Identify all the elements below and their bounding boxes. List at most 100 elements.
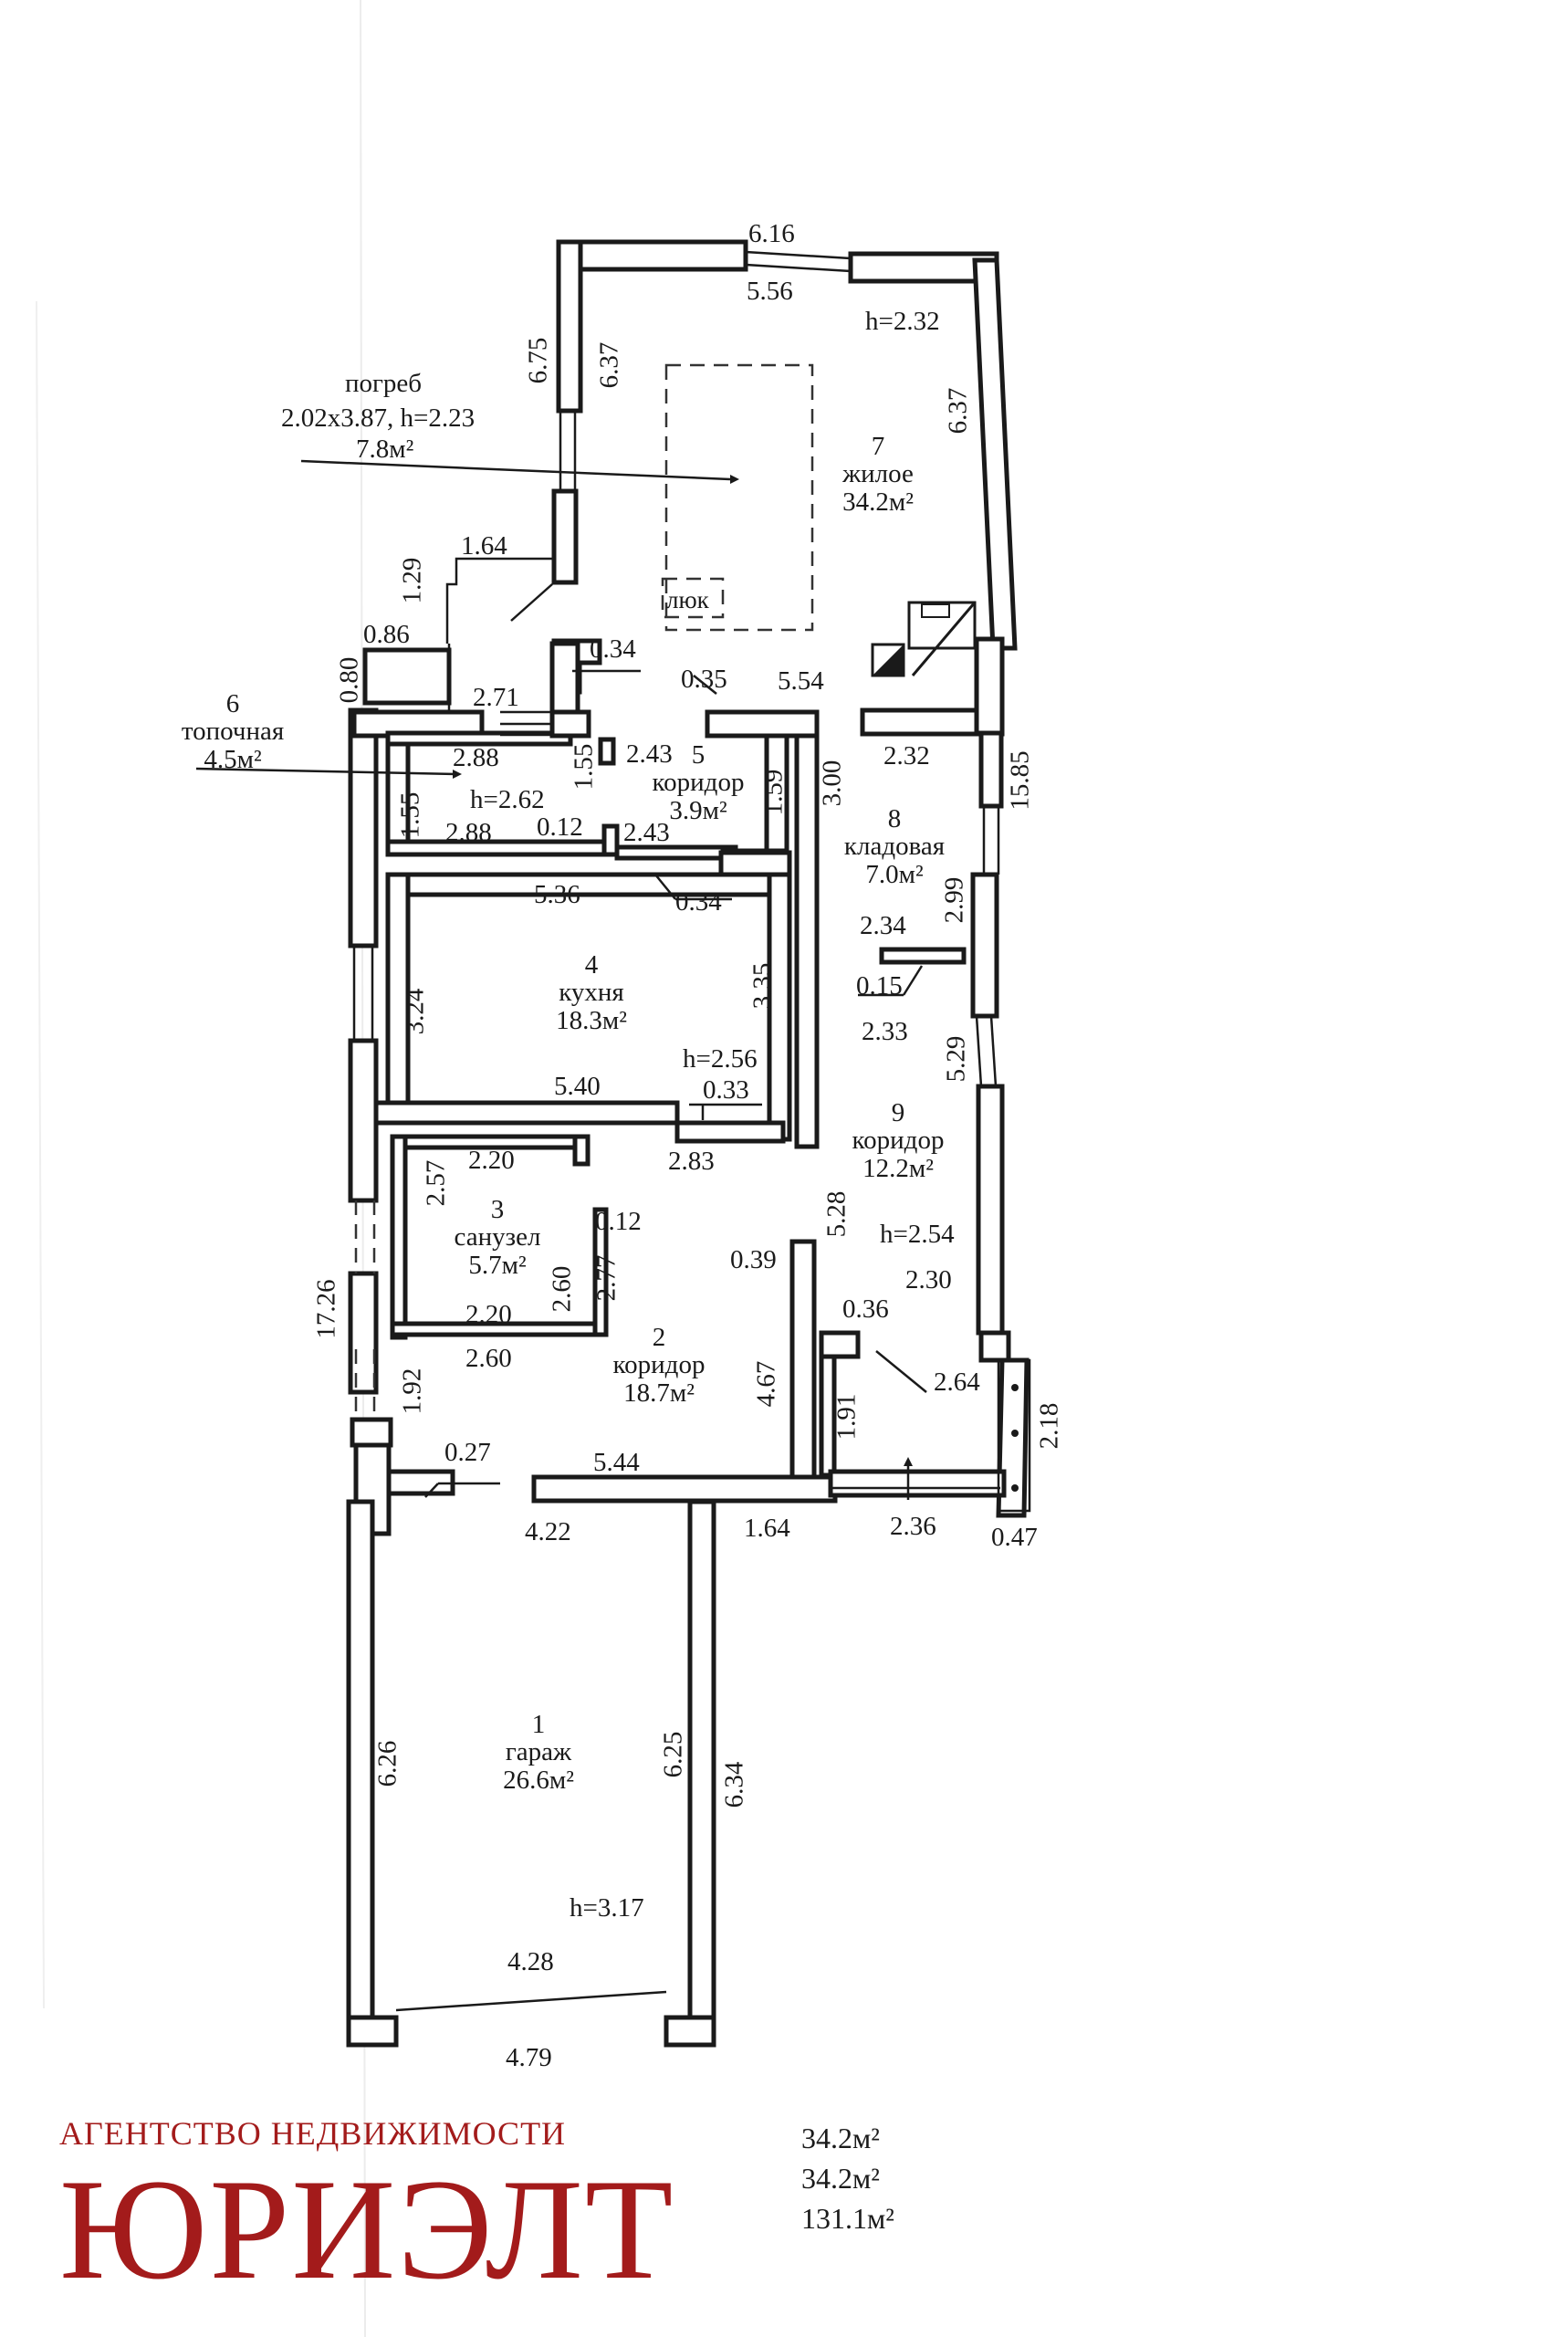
room-6-label: 6 топочная 4.5м²: [181, 690, 285, 774]
dim-label: 0.80: [334, 656, 364, 704]
room-9-area: 12.2м²: [862, 1153, 934, 1183]
room-1-number: 1: [531, 1710, 546, 1739]
dim-label: 1.91: [831, 1393, 862, 1441]
room-1-area: 26.6м²: [503, 1765, 574, 1795]
dim-label: 2.71: [473, 683, 519, 712]
room-1-name: гараж: [505, 1737, 572, 1767]
dim-label: 5.28: [821, 1190, 852, 1238]
dim-label: 2.33: [862, 1017, 908, 1046]
dim-label: 2.43: [623, 818, 670, 847]
dim-label: 0.36: [842, 1294, 889, 1324]
dim-label: 4.28: [507, 1947, 554, 1976]
room-7-area: 34.2м²: [842, 487, 914, 517]
dim-label: 6.37: [594, 341, 624, 389]
window-room-7-top: [745, 250, 852, 273]
annex-walls: [362, 557, 554, 710]
dim-label: 5.44: [593, 1448, 640, 1477]
paper-fold: [36, 300, 45, 2009]
dim-label: 1.64: [461, 531, 507, 561]
dim-label: 1.64: [744, 1514, 790, 1543]
room-6-area: 4.5м²: [204, 744, 262, 774]
room-5-6-walls: [385, 641, 1011, 1363]
dim-label: 2.83: [668, 1147, 715, 1176]
room-4-height: h=2.56: [683, 1044, 758, 1074]
room-1-walls: [346, 1499, 716, 2048]
cellar-outline: [664, 363, 814, 632]
room-7-height: h=2.32: [865, 307, 940, 336]
dim-label: 5.54: [778, 666, 824, 696]
room-6-name: топочная: [181, 717, 285, 747]
room-4-number: 4: [584, 950, 599, 980]
room-2-area: 18.7м²: [623, 1378, 695, 1408]
dim-label: 2.36: [890, 1512, 936, 1541]
total-area: 34.2м²: [801, 2162, 880, 2196]
room-5-number: 5: [691, 740, 706, 770]
dim-label: 6.16: [748, 219, 795, 248]
door-swing: [510, 583, 553, 622]
room-5-height: h=2.62: [470, 785, 545, 814]
dim-label: 2.88: [445, 818, 492, 847]
room-1-height: h=3.17: [570, 1893, 644, 1923]
window-room-7-left: [559, 411, 577, 491]
room-4-label: 4 кухня 18.3м²: [556, 950, 627, 1035]
room-3-area: 5.7м²: [468, 1250, 527, 1280]
room-9-number: 9: [891, 1098, 905, 1127]
dim-label: 3.24: [400, 988, 430, 1035]
room-3-name: санузел: [454, 1222, 541, 1252]
dim-label: 2.88: [453, 743, 499, 772]
dim-label: 0.47: [991, 1523, 1038, 1552]
dim-label: 3.00: [817, 760, 847, 807]
agency-logo: АГЕНТСТВО НЕДВИЖИМОСТИ ЮРИЭЛТ: [59, 2114, 674, 2302]
room-8-name: кладовая: [843, 832, 946, 862]
dim-label: 6.75: [523, 337, 553, 384]
dim-label: 6.37: [943, 387, 973, 435]
dim-label: 1.55: [395, 791, 425, 839]
dim-label: 2.20: [465, 1300, 512, 1329]
dim-label: 0.15: [856, 971, 903, 1001]
room-2-9-walls: [386, 1239, 1030, 1518]
room-8-label: 8 кладовая 7.0м²: [843, 805, 946, 889]
dim-label: 6.26: [372, 1740, 402, 1787]
room-3-number: 3: [490, 1195, 505, 1224]
dim-label: 2.60: [465, 1344, 512, 1373]
dim-label: 2.34: [860, 911, 906, 940]
dim-label: 6.34: [719, 1761, 749, 1808]
dim-label: 4.22: [525, 1517, 571, 1546]
dim-label: 2.30: [905, 1265, 952, 1294]
dim-label: 2.60: [547, 1265, 577, 1313]
room-9-name: коридор: [852, 1126, 945, 1156]
cellar-hatch: [661, 577, 725, 619]
dim-label: 0.39: [730, 1245, 777, 1274]
dim-label: 2.32: [883, 741, 930, 770]
dim-label: 4.67: [751, 1360, 781, 1408]
room-5-area: 3.9м²: [669, 795, 727, 825]
dim-label: 5.36: [534, 880, 580, 909]
total-living-area: 34.2м²: [801, 2122, 880, 2154]
room-9-height: h=2.54: [880, 1220, 955, 1249]
room-2-number: 2: [652, 1323, 666, 1352]
dim-label: 6.25: [658, 1731, 688, 1778]
dim-label: 5.29: [941, 1035, 971, 1083]
stove-icon: [871, 601, 977, 677]
dim-label: 2.64: [934, 1368, 980, 1397]
room-4-walls: [373, 850, 967, 1144]
room-5-name: коридор: [652, 768, 745, 798]
dim-label: 0.34: [675, 887, 722, 917]
room-3-label: 3 санузел 5.7м²: [454, 1195, 541, 1280]
dim-label: 1.92: [397, 1368, 427, 1415]
cellar-label-1: погреб: [345, 369, 423, 398]
dim-label: 0.27: [444, 1438, 491, 1467]
room-2-label: 2 коридор 18.7м²: [612, 1323, 706, 1408]
agency-tagline: АГЕНТСТВО НЕДВИЖИМОСТИ: [59, 2115, 567, 2152]
dim-label: 1.59: [758, 769, 789, 816]
dim-label: 4.79: [506, 2043, 552, 2072]
room-2-name: коридор: [612, 1350, 706, 1380]
room-7-name: жилое: [842, 459, 914, 489]
room-4-name: кухня: [559, 978, 624, 1008]
dim-label: 2.18: [1034, 1402, 1064, 1450]
dim-label: 0.34: [590, 634, 636, 664]
dim-label: 17.26: [311, 1279, 341, 1339]
total-overall-area: 131.1м²: [801, 2202, 894, 2236]
dim-label: 5.40: [554, 1072, 601, 1101]
